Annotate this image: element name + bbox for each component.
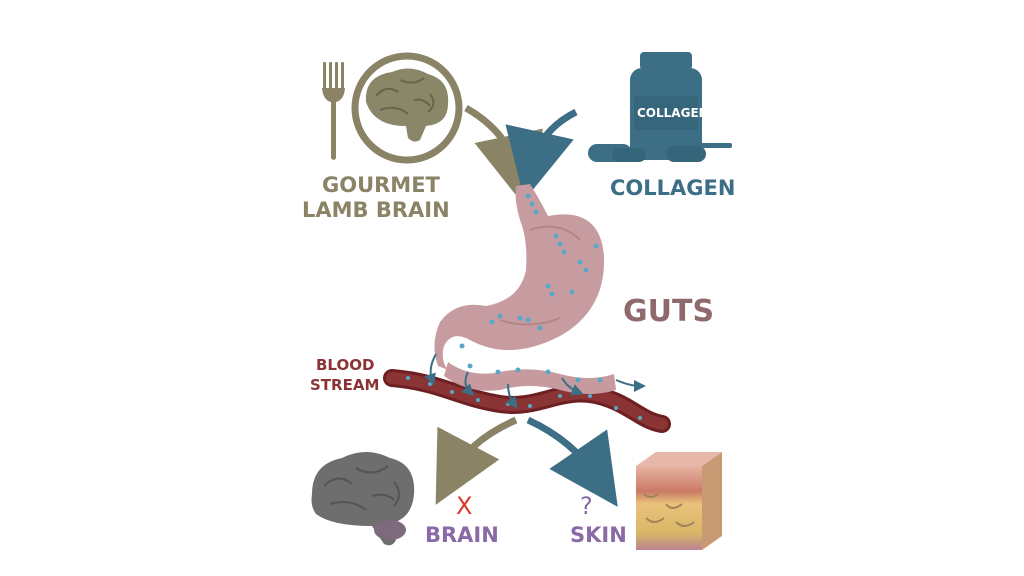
- bottle-label: COLLAGEN: [637, 106, 709, 120]
- blood-label-line1: BLOOD: [316, 356, 375, 374]
- food-label-line2: LAMB BRAIN: [302, 198, 450, 222]
- blood-label-line2: STREAM: [310, 376, 380, 394]
- supplement-label: COLLAGEN: [610, 176, 736, 200]
- collagen-to-stomach-arrow: [505, 108, 578, 201]
- food-label-line1: GOURMET: [322, 173, 440, 197]
- brain-label: BRAIN: [425, 523, 499, 547]
- collagen-bottle-icon: [630, 52, 702, 160]
- blood-to-skin-arrow: [526, 416, 618, 507]
- skin-layers-icon: [636, 452, 722, 550]
- guts-label: GUTS: [623, 294, 715, 329]
- absorption-arrows: [424, 353, 646, 409]
- pill-icon: [588, 143, 732, 162]
- stomach-icon: [434, 184, 616, 394]
- skin-label: SKIN: [570, 523, 627, 547]
- brain-x-mark: X: [456, 492, 473, 520]
- lamb-brain-icon: [365, 68, 449, 142]
- blood-vessel-icon: [383, 369, 671, 433]
- particles: [406, 193, 642, 420]
- food-to-stomach-arrow: [464, 104, 544, 205]
- skin-question-mark: ?: [580, 492, 593, 520]
- blood-to-brain-arrow: [435, 416, 518, 505]
- fork-icon: [322, 62, 345, 160]
- human-brain-icon: [311, 452, 415, 546]
